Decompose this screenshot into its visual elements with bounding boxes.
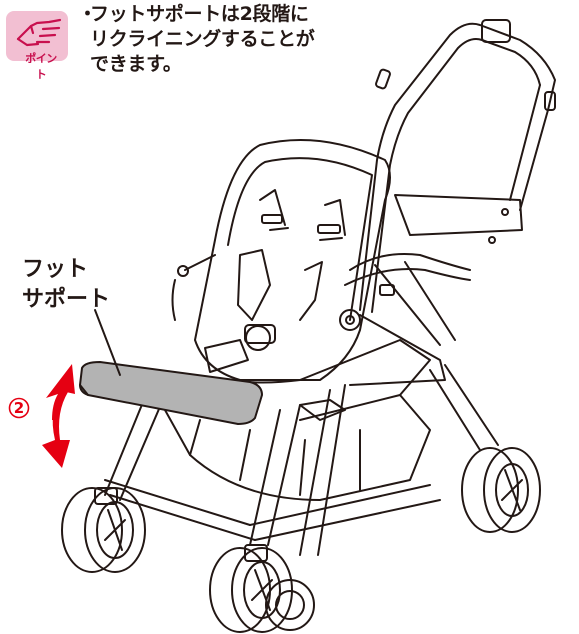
tip-bullet: ・ [78, 3, 97, 25]
tip-text: ・ フットサポートは2段階に リクライニングすることが できます。 [78, 2, 315, 77]
handle-frame [359, 22, 556, 311]
circle-outline-icon [8, 397, 30, 419]
handle-lock [481, 19, 511, 43]
foot-support-label-line-1: フット [22, 257, 89, 282]
point-label: ポイント [25, 52, 57, 81]
callout-leader [94, 309, 121, 376]
point-badge: ポイント [5, 5, 69, 81]
tip-line-1: フットサポートは2段階に [90, 3, 309, 25]
front-right-wheel [209, 544, 293, 633]
foot-support-label: フット サポート [22, 255, 110, 315]
front-left-wheel [61, 487, 146, 573]
rear-right-wheel [461, 447, 541, 533]
step-number: 2 [13, 399, 25, 417]
foot-support [79, 361, 263, 425]
tip-line-3: できます。 [90, 53, 182, 75]
tip-line-2: リクライニングすることが [90, 28, 315, 50]
rear-left-wheel [265, 579, 315, 631]
pointing-hand-icon [6, 11, 68, 61]
shopping-basket [164, 394, 431, 501]
harness-buckle [244, 324, 276, 344]
recline-arrow [42, 364, 75, 468]
foot-support-label-line-2: サポート [22, 287, 111, 312]
seat-back [194, 139, 391, 381]
bumper-bar [344, 253, 471, 286]
step-number-badge: 2 [8, 397, 30, 419]
